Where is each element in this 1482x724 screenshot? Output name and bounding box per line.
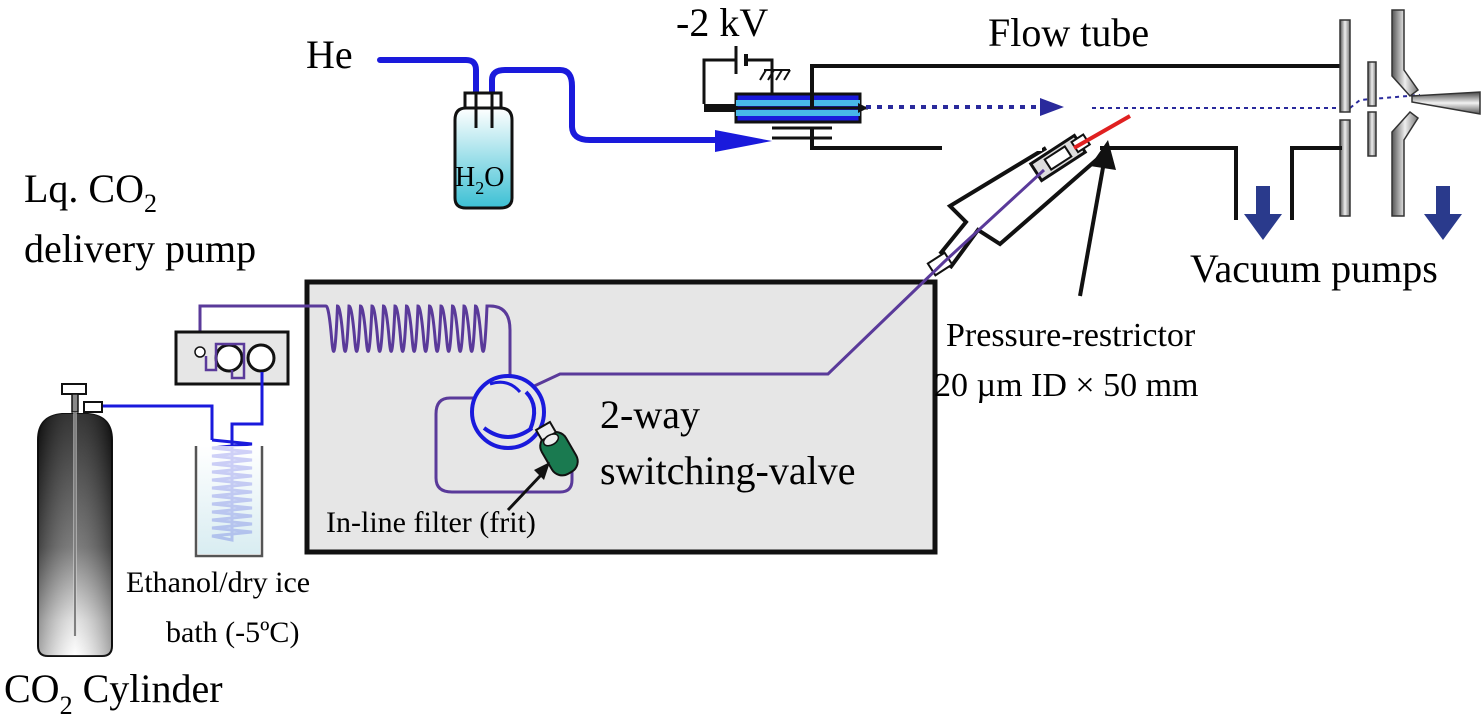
restrictor-side-arm (938, 146, 1112, 270)
vacuum-arrow-icon (1244, 186, 1462, 240)
label-pump-line1: Lq. CO2 (24, 166, 157, 218)
co2-cylinder (37, 383, 113, 657)
inline-filter-icon (534, 420, 579, 477)
water-bottle (453, 91, 514, 210)
label-valve-line2: switching-valve (600, 448, 856, 493)
label-restrictor-line1: Pressure-restrictor (946, 317, 1196, 354)
label-restrictor-line2: 20 µm ID × 50 mm (934, 367, 1198, 404)
label-cylinder: CO2 Cylinder (4, 666, 223, 720)
skimmer-plates (1339, 9, 1481, 217)
label-bath-line2: bath (-5ºC) (166, 616, 299, 649)
label-vacuum-pumps: Vacuum pumps (1190, 246, 1438, 291)
water-label: H2O (455, 162, 504, 198)
ion-path-arrow-icon (1040, 98, 1064, 116)
ion-beam-tail (1349, 94, 1421, 109)
label-pump-line2: delivery pump (24, 226, 256, 271)
helium-line (377, 57, 723, 143)
label-valve-line1: 2-way (600, 392, 700, 437)
switching-valve (470, 374, 546, 450)
filter-pointer (506, 472, 544, 512)
restrictor-pointer-arrow-icon (1090, 140, 1116, 170)
helium-arrow-icon (715, 130, 772, 152)
filter-pointer-arrow-icon (534, 462, 550, 480)
co2-delivery-pump (174, 330, 290, 386)
label-he: He (306, 32, 353, 77)
label-flow-tube: Flow tube (988, 10, 1149, 55)
restrictor-pointer (1078, 161, 1106, 297)
co2-supply-line (102, 372, 264, 444)
preheating-coil (325, 304, 490, 353)
ion-source (702, 46, 868, 140)
label-filter: In-line filter (frit) (326, 506, 536, 539)
label-bath-line1: Ethanol/dry ice (126, 566, 310, 599)
restrictor-fitting (926, 114, 1131, 277)
label-voltage: -2 kV (676, 0, 768, 45)
cooling-bath (194, 446, 264, 558)
